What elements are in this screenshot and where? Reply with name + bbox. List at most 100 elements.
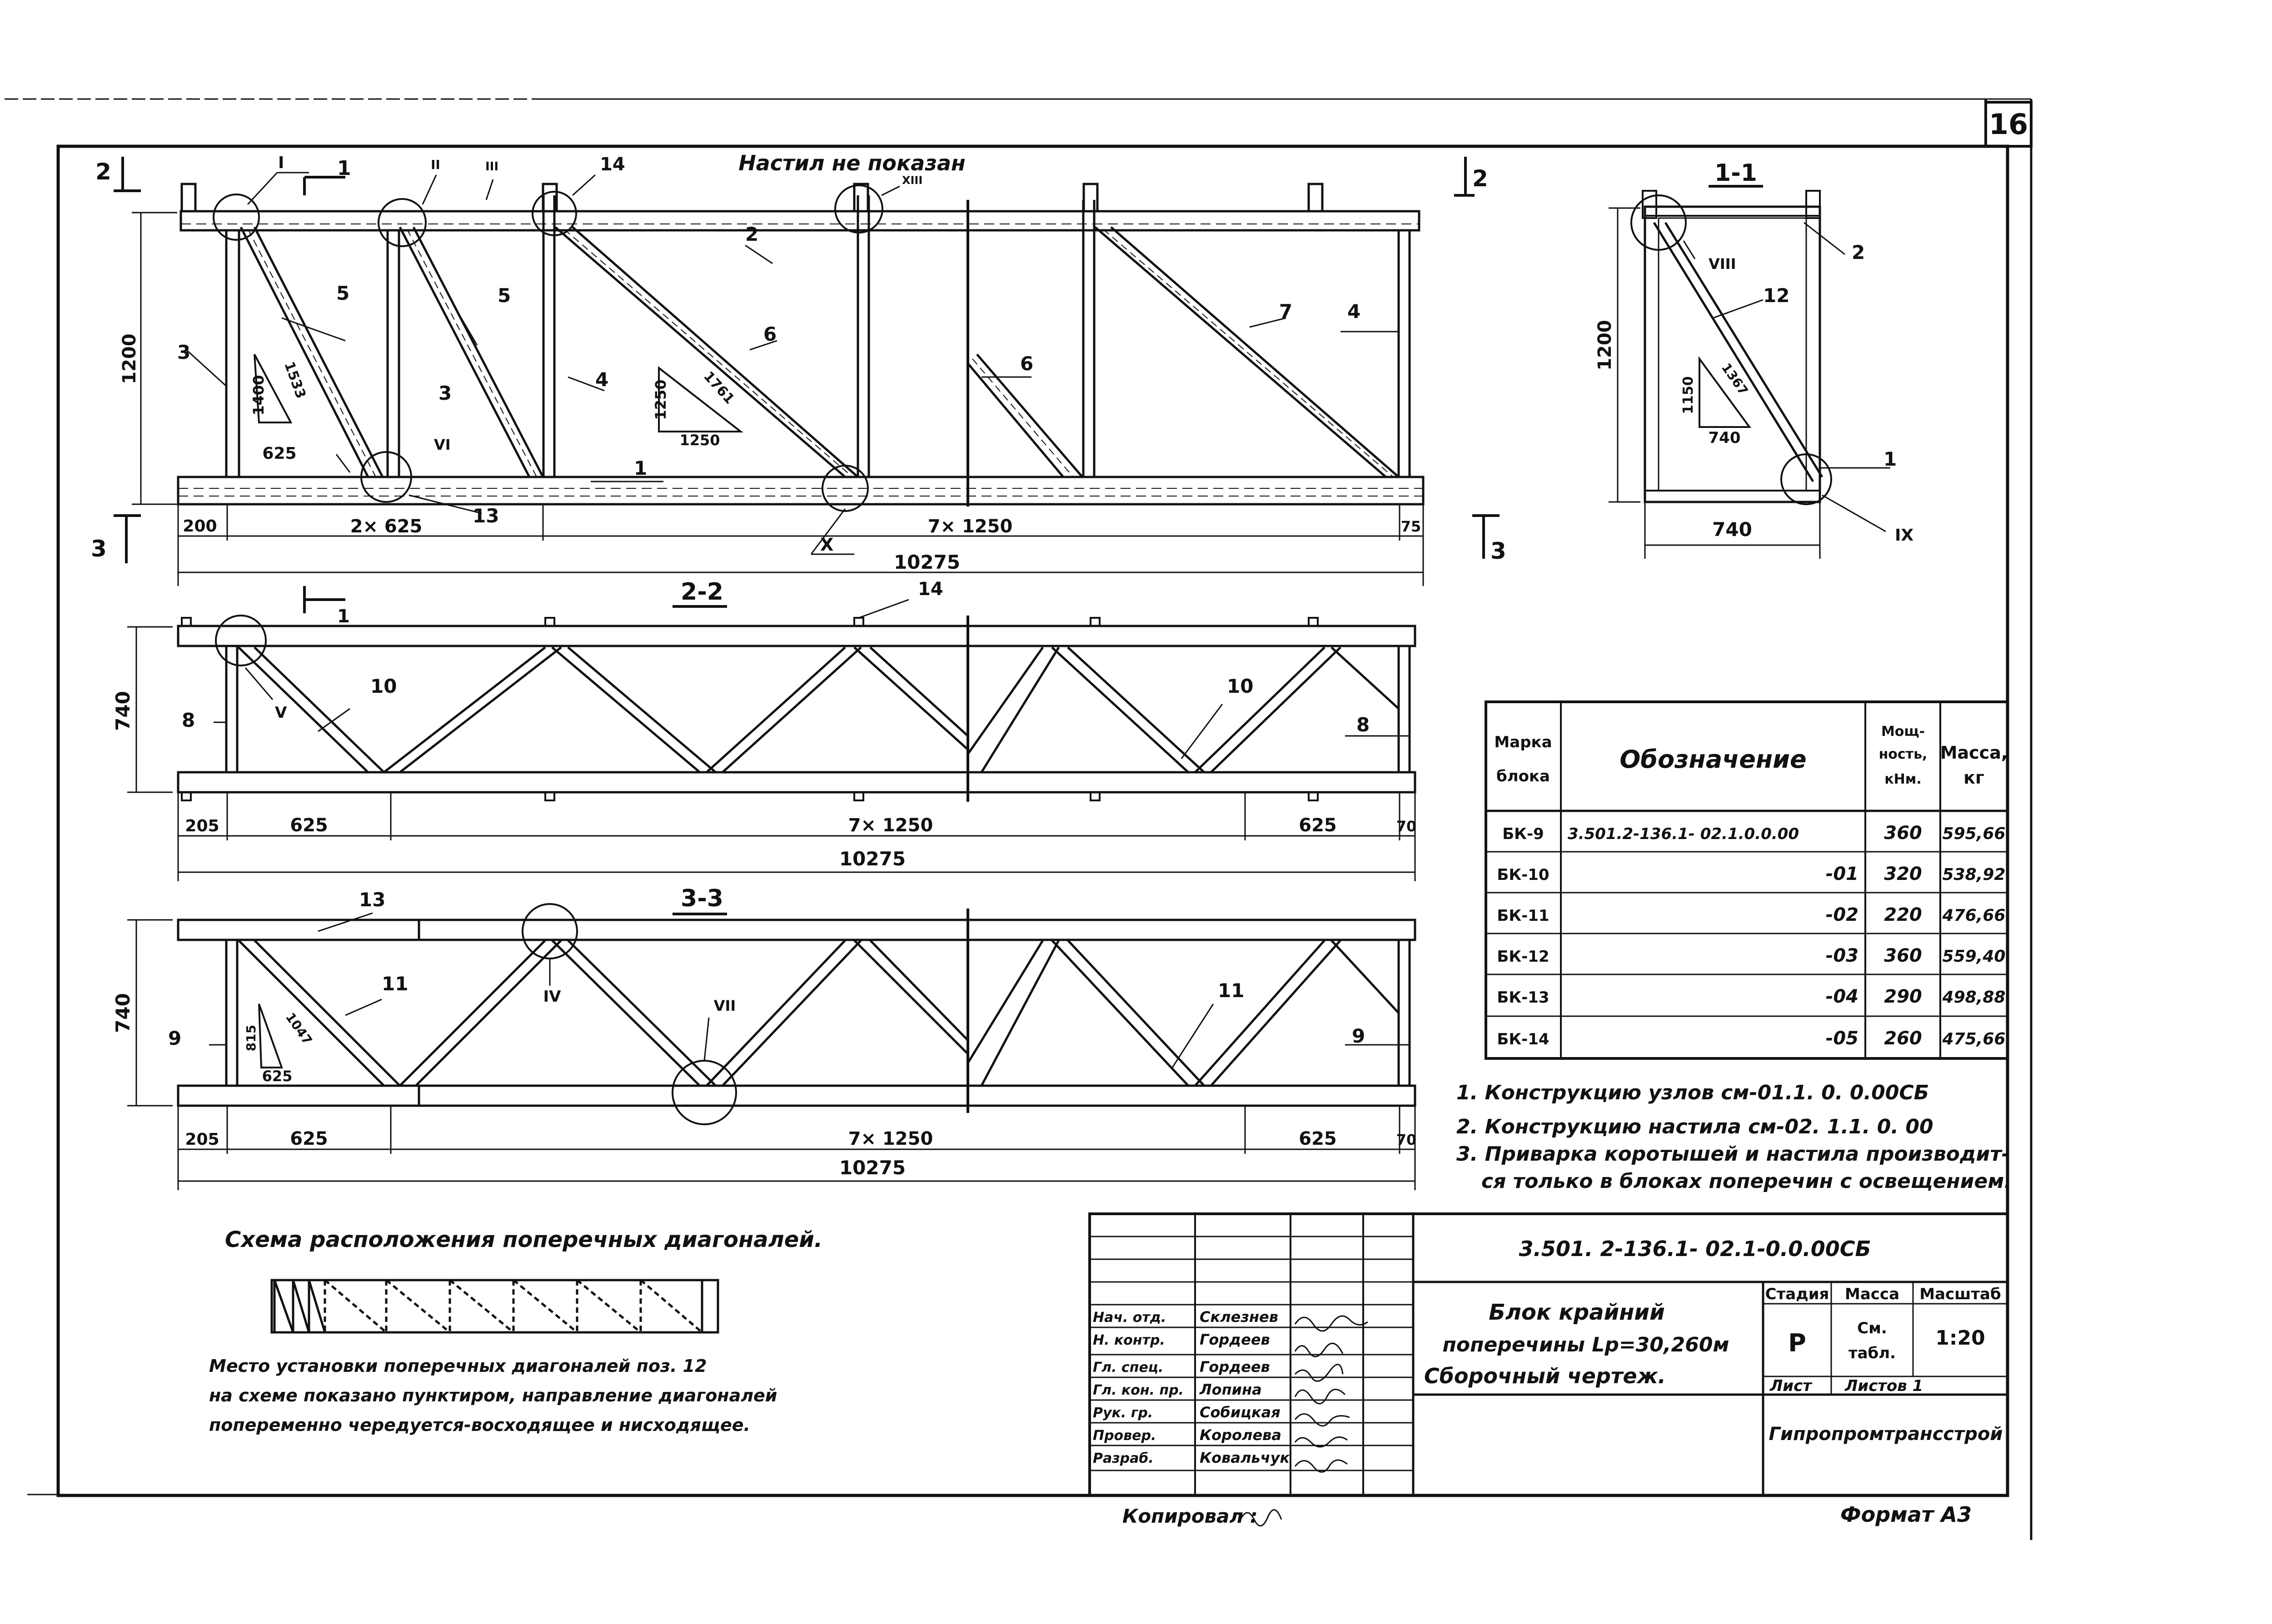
organization: Гипропромтрансстрой — [1769, 1424, 2003, 1445]
staff-name: Собицкая — [1200, 1404, 1280, 1421]
drawing-name-line: Блок крайний — [1489, 1300, 1664, 1325]
dimension-label: 7× 1250 — [848, 815, 933, 836]
part-number: 10 — [1227, 675, 1253, 697]
bottom-labels: Копировал : Формат А3 — [1122, 1502, 1972, 1527]
node-mark: XIII — [902, 174, 922, 187]
part-number: 1 — [1883, 448, 1897, 470]
drawing-code: 3.501. 2-136.1- 02.1-0.0.00СБ — [1519, 1237, 1871, 1261]
mass-value: См. — [1857, 1319, 1887, 1337]
part-number: 13 — [473, 505, 499, 527]
sheet-number-box: 16 — [1984, 101, 2033, 148]
table-header: Обозначение — [1619, 745, 1806, 774]
section-mark-label: 3 — [91, 536, 107, 562]
note-line: ся только в блоках поперечин с освещение… — [1481, 1170, 2012, 1193]
part-number: 6 — [763, 323, 777, 345]
table-header: Масса, — [1940, 743, 2008, 763]
node-mark: IV — [543, 988, 562, 1006]
section-3-3: 3-3 IV VII 13 11 11 9 9 740 815 625 1047… — [112, 885, 1416, 1190]
table-cell-designation: -04 — [1826, 986, 1858, 1007]
triangle-dim: 1400 — [250, 375, 267, 415]
part-number: 11 — [1218, 979, 1244, 1002]
part-number: 9 — [168, 1027, 181, 1049]
node-mark: VIII — [1709, 255, 1736, 273]
staff-name: Лопина — [1199, 1381, 1262, 1398]
dimension-label: 7× 1250 — [848, 1128, 933, 1149]
table-cell-mass: 595,66 — [1943, 824, 2006, 843]
part-number: 14 — [918, 579, 943, 600]
table-cell-mark: БК-11 — [1497, 907, 1549, 925]
section-mark-label: 1 — [337, 606, 350, 627]
part-number: 6 — [1020, 353, 1033, 375]
note-line: 2. Конструкцию настила см-02. 1.1. 0. 00 — [1456, 1115, 1933, 1138]
table-header: блока — [1496, 767, 1550, 785]
note-deck-not-shown: Настил не показан — [738, 151, 966, 175]
triangle-dim: 1250 — [652, 379, 669, 420]
section-mark-label: 3 — [1490, 538, 1506, 564]
copied-by-label: Копировал : — [1122, 1505, 1258, 1527]
table-header: ность, — [1879, 746, 1928, 762]
height-dimension: 1200 — [119, 333, 140, 384]
part-number: 12 — [1763, 284, 1789, 307]
node-mark: VII — [714, 997, 736, 1014]
node-mark: VI — [434, 436, 451, 453]
table-cell-power: 360 — [1884, 823, 1922, 844]
dimension-label: 205 — [185, 1130, 219, 1149]
section-title: 1-1 — [1714, 159, 1757, 187]
dimension-label: 2× 625 — [350, 516, 423, 537]
table-cell-mass: 538,92 — [1943, 865, 2006, 884]
staff-role: Провер. — [1093, 1428, 1156, 1444]
spec-table — [1485, 700, 2009, 1060]
table-cell-mass: 559,40 — [1943, 947, 2006, 966]
table-cell-power: 320 — [1884, 864, 1922, 884]
part-number: 4 — [1347, 300, 1360, 323]
title-block-text: 3.501. 2-136.1- 02.1-0.0.00СБ Блок крайн… — [1424, 1237, 2003, 1445]
scheme-figure — [270, 1279, 719, 1334]
table-cell-mass: 498,88 — [1942, 988, 2006, 1007]
drawing-name-line: Сборочный чертеж. — [1424, 1364, 1666, 1388]
dimension-label: 205 — [185, 817, 219, 835]
total-length: 10275 — [839, 1157, 906, 1179]
staff-name: Гордеев — [1200, 1358, 1270, 1376]
sheet-label: Лист — [1769, 1377, 1813, 1395]
table-cell-mark: БК-12 — [1497, 948, 1549, 966]
height-dimension: 740 — [112, 691, 134, 731]
table-cell-designation: -02 — [1826, 904, 1858, 925]
staff-role: Гл. кон. пр. — [1093, 1382, 1184, 1398]
table-cell-designation: -01 — [1826, 864, 1858, 884]
mass-header: Масса — [1845, 1285, 1899, 1303]
height-dimension: 740 — [112, 993, 134, 1033]
part-number: 2 — [1852, 241, 1865, 263]
section-1-1: 1-1 VIII IX 2 12 1 1200 1150 740 1367 74… — [1594, 159, 1913, 559]
section-mark-label: 2 — [1472, 165, 1488, 192]
staff-name: Ковальчук — [1200, 1449, 1290, 1466]
table-cell-designation: -05 — [1826, 1028, 1858, 1049]
section-title: 3-3 — [681, 885, 723, 912]
table-cell-mark: БК-14 — [1497, 1030, 1549, 1048]
diagonal-scheme: Схема расположения поперечных диагоналей… — [209, 1227, 822, 1435]
table-cell-mark: БК-9 — [1502, 825, 1544, 843]
triangle-dim: 1150 — [1680, 376, 1696, 414]
top-view: Настил не показан 2 1 2 3 3 I II III 14 … — [91, 151, 1506, 586]
dimension-label: 7× 1250 — [928, 516, 1013, 537]
title-block — [1088, 1212, 2009, 1497]
dimension-label: 625 — [290, 1128, 328, 1149]
dimension-label: 625 — [1299, 1128, 1337, 1149]
table-cell-power: 220 — [1884, 904, 1922, 925]
node-mark: V — [275, 704, 287, 722]
triangle-dim: 625 — [262, 1068, 293, 1085]
part-number: 10 — [370, 675, 397, 697]
signatures — [1240, 1315, 1368, 1527]
dimension-label: 625 — [290, 815, 328, 836]
table-cell-mass: 476,66 — [1942, 906, 2006, 925]
note-line: 3. Приварка коротышей и настила производ… — [1456, 1142, 2010, 1166]
dimension-label: 625 — [1299, 815, 1337, 836]
part-number: 13 — [359, 889, 385, 911]
dimension-label: 75 — [1401, 518, 1421, 535]
part-number: 7 — [1279, 300, 1292, 323]
table-header: Марка — [1494, 733, 1552, 751]
part-number: 4 — [595, 368, 608, 391]
staff-role: Гл. спец. — [1093, 1360, 1163, 1376]
node-mark: IX — [1895, 526, 1913, 545]
